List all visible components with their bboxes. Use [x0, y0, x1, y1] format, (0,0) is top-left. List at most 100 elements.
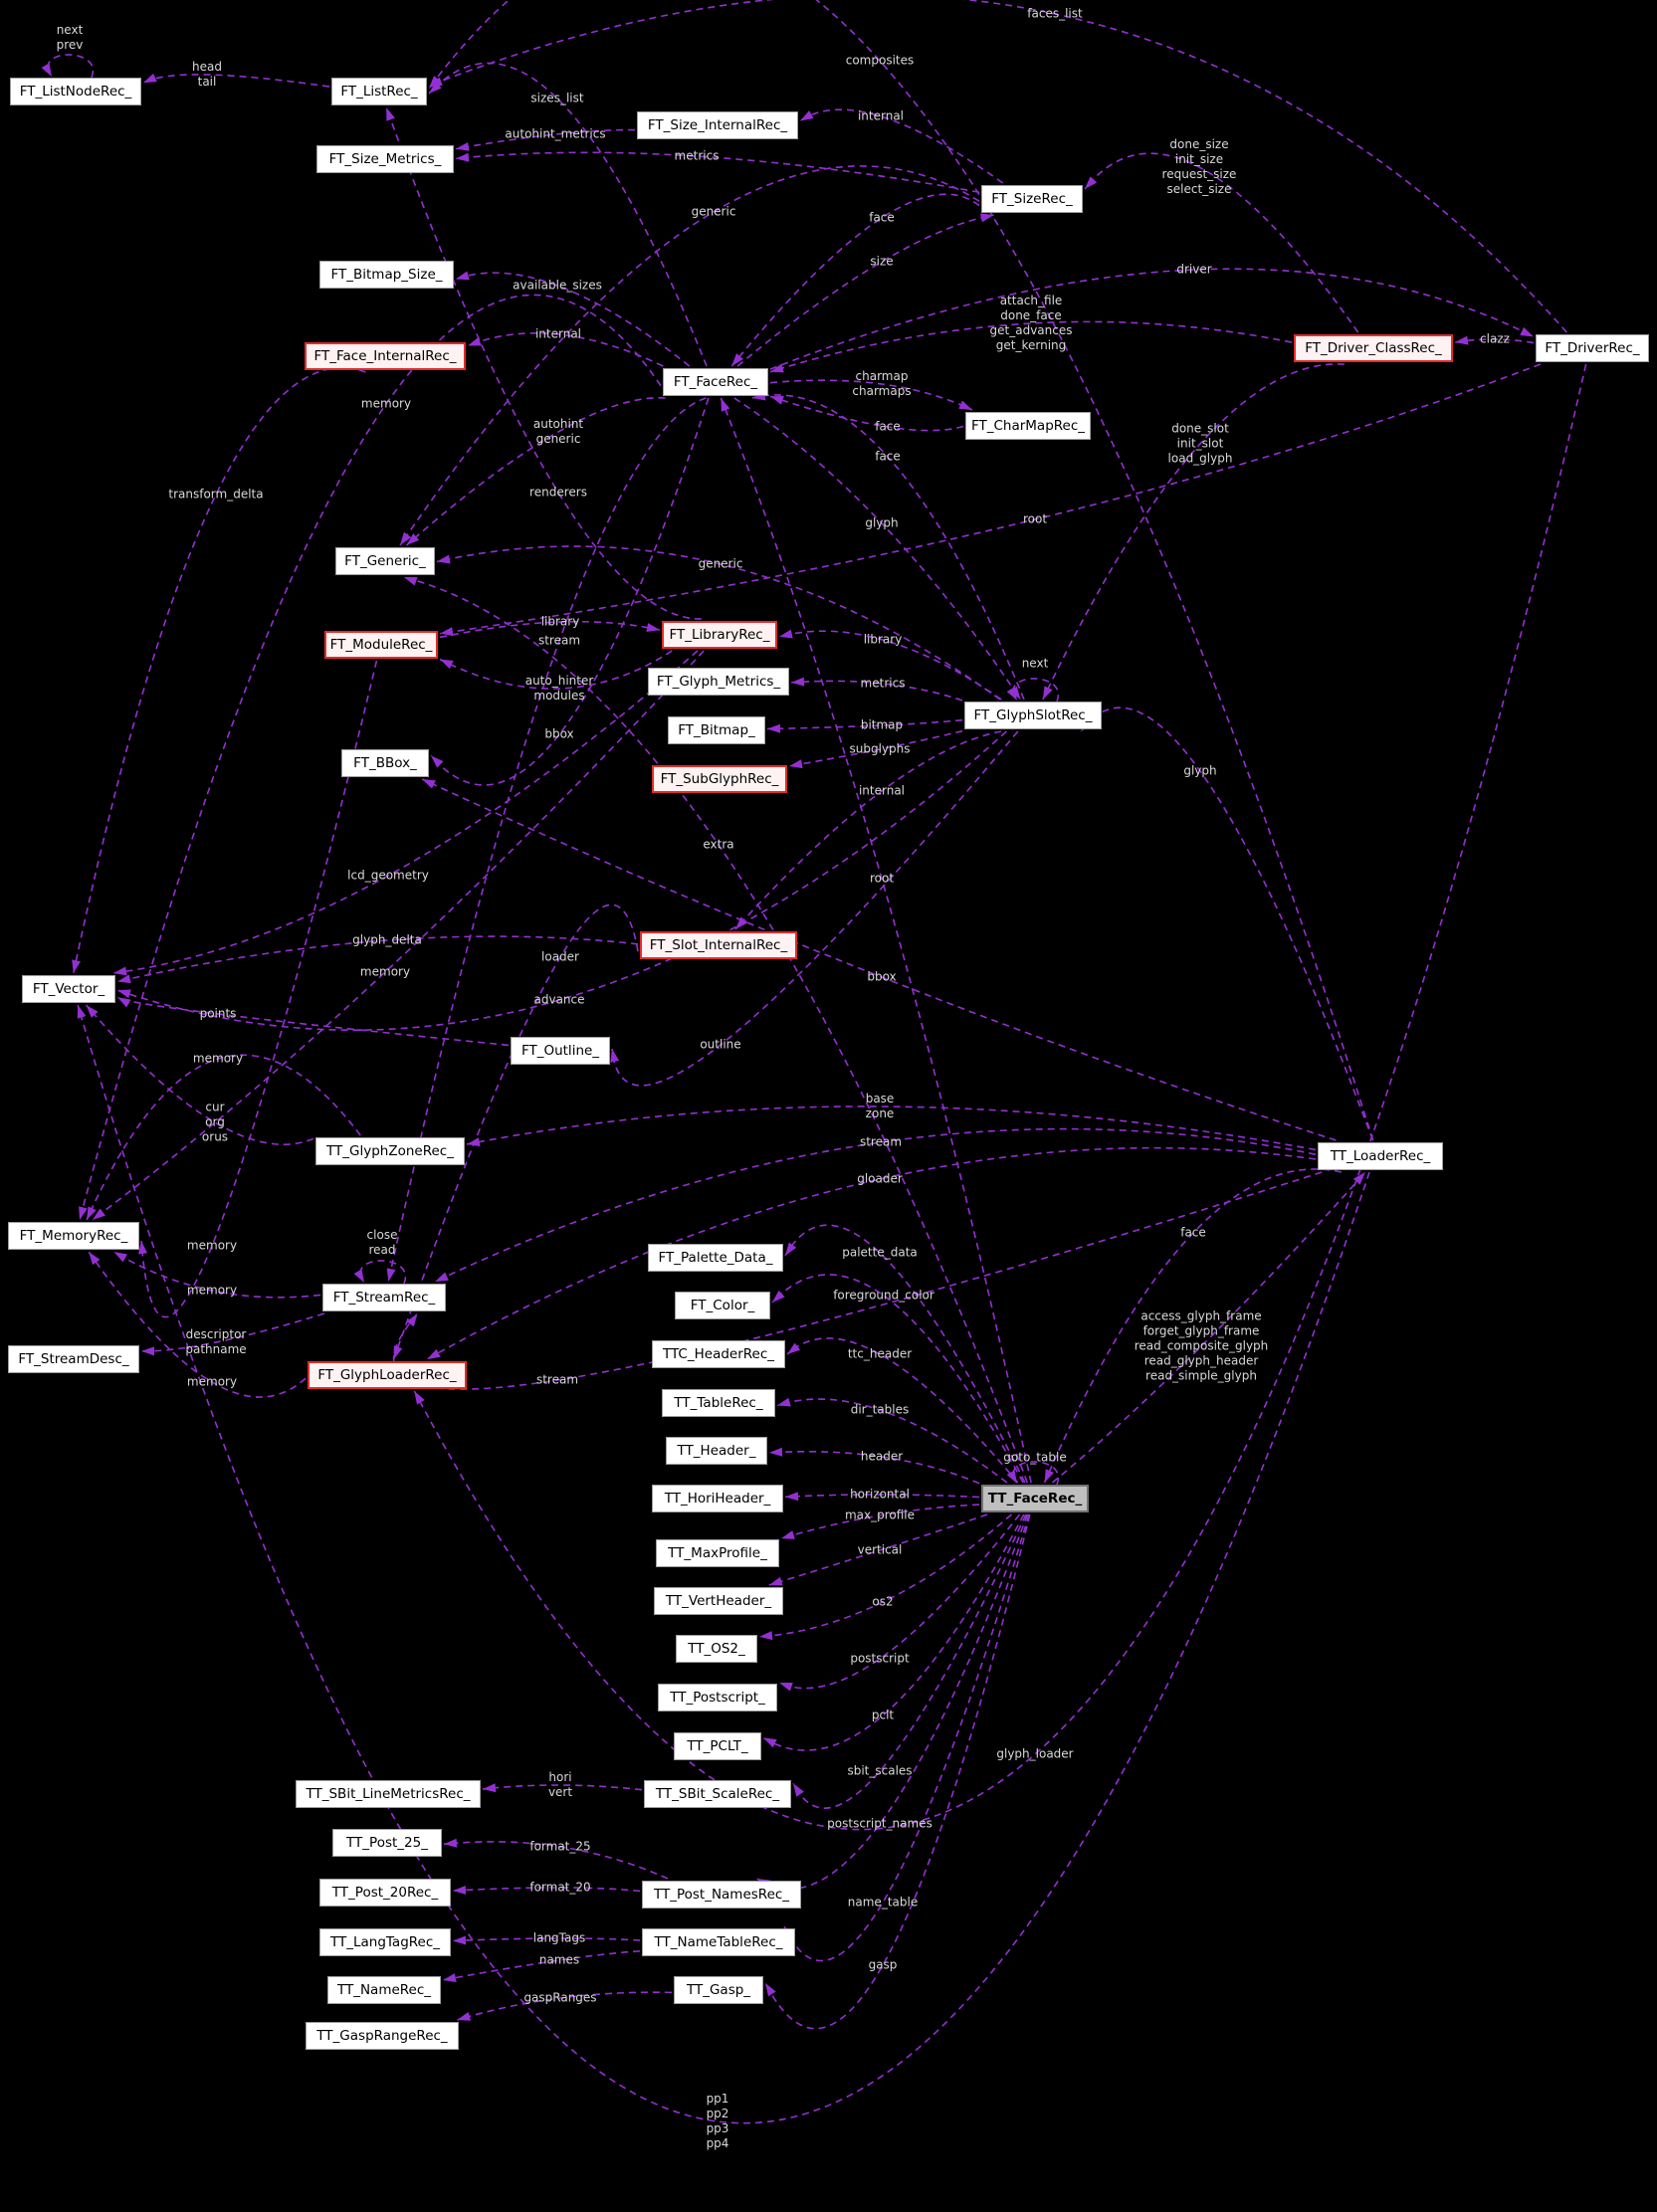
edge-label-line: horizontal: [850, 1487, 910, 1502]
edge-path: [769, 395, 964, 432]
node-TT_GaspRangeRec_[interactable]: TT_GaspRangeRec_: [306, 2022, 459, 2050]
edge-arrowhead: [86, 1005, 99, 1018]
node-FT_GlyphLoaderRec_[interactable]: FT_GlyphLoaderRec_: [308, 1361, 467, 1389]
node-TT_GlyphZoneRec_[interactable]: TT_GlyphZoneRec_: [315, 1137, 465, 1165]
edge-path: [1080, 706, 1374, 1141]
node-TT_Postscript_[interactable]: TT_Postscript_: [658, 1684, 777, 1711]
node-TT_OS2_[interactable]: TT_OS2_: [676, 1635, 757, 1663]
edge-label-line: points: [199, 1006, 237, 1021]
node-FT_DriverRec_[interactable]: FT_DriverRec_: [1536, 334, 1649, 362]
node-FT_StreamRec_[interactable]: FT_StreamRec_: [322, 1284, 446, 1311]
edge-path: [736, 214, 994, 367]
node-TT_Post_20Rec_[interactable]: TT_Post_20Rec_: [319, 1879, 451, 1907]
node-FT_LibraryRec_[interactable]: FT_LibraryRec_: [662, 621, 777, 649]
edge-label-face: face: [875, 450, 901, 465]
node-TT_MaxProfile_[interactable]: TT_MaxProfile_: [656, 1539, 779, 1567]
node-FT_Size_InternalRec_[interactable]: FT_Size_InternalRec_: [637, 111, 798, 139]
edge-label-line: access_glyph_frame: [1140, 1308, 1262, 1323]
edge-label-line: org: [205, 1114, 225, 1129]
node-FT_Slot_InternalRec_[interactable]: FT_Slot_InternalRec_: [640, 931, 797, 959]
edge-arrowhead: [386, 107, 395, 121]
node-FT_Bitmap_Size_[interactable]: FT_Bitmap_Size_: [319, 261, 454, 289]
node-FT_Vector_[interactable]: FT_Vector_: [22, 975, 115, 1003]
edge-arrowhead: [440, 659, 454, 670]
edge-label-line: descriptor: [185, 1327, 247, 1341]
node-TT_Header_[interactable]: TT_Header_: [666, 1437, 767, 1465]
node-TT_Gasp_[interactable]: TT_Gasp_: [674, 1976, 763, 2004]
node-TT_Post_25_[interactable]: TT_Post_25_: [332, 1829, 442, 1857]
node-FT_CharMapRec_[interactable]: FT_CharMapRec_: [965, 412, 1091, 440]
edge-label-header: header: [861, 1450, 903, 1465]
edge-label-line: hori: [548, 1770, 572, 1784]
node-TTC_HeaderRec_[interactable]: TTC_HeaderRec_: [652, 1340, 785, 1368]
node-FT_Driver_ClassRec_[interactable]: FT_Driver_ClassRec_: [1294, 334, 1453, 362]
edge-label-line: face: [869, 210, 895, 225]
edge-path: [780, 1504, 980, 1539]
node-FT_ListRec_[interactable]: FT_ListRec_: [331, 78, 427, 105]
node-FT_ListNodeRec_[interactable]: FT_ListNodeRec_: [10, 78, 141, 105]
edge-label-os2: os2: [872, 1595, 893, 1610]
node-TT_LoaderRec_[interactable]: TT_LoaderRec_: [1318, 1142, 1443, 1170]
edge-label-stream: stream: [538, 634, 580, 649]
node-TT_NameTableRec_[interactable]: TT_NameTableRec_: [642, 1928, 795, 1956]
node-FT_ModuleRec_[interactable]: FT_ModuleRec_: [324, 631, 438, 659]
edge-label-face: face: [875, 420, 901, 435]
edge-label-internal: internal: [858, 109, 904, 124]
node-TT_VertHeader_[interactable]: TT_VertHeader_: [654, 1587, 783, 1615]
node-TT_SBit_LineMetricsRec_[interactable]: TT_SBit_LineMetricsRec_: [296, 1780, 481, 1808]
node-TT_HoriHeader_[interactable]: TT_HoriHeader_: [652, 1485, 783, 1512]
node-FT_SizeRec_[interactable]: FT_SizeRec_: [981, 185, 1083, 213]
edge-label-line: done_slot: [1171, 421, 1229, 436]
node-FT_StreamDesc_[interactable]: FT_StreamDesc_: [8, 1345, 139, 1373]
edge-label-faces_list: faces_list: [1027, 7, 1082, 22]
edge-label-face: face: [1180, 1226, 1206, 1241]
edge-arrowhead: [456, 141, 470, 151]
node-FT_Palette_Data_[interactable]: FT_Palette_Data_: [648, 1244, 783, 1272]
node-TT_PCLT_[interactable]: TT_PCLT_: [674, 1732, 761, 1760]
edge-label-extra: extra: [703, 838, 733, 853]
edge-label-line: gloader: [857, 1171, 903, 1186]
node-FT_Face_InternalRec_[interactable]: FT_Face_InternalRec_: [305, 342, 466, 370]
edge-label-line: autohint_metrics: [505, 126, 606, 141]
edge-path: [611, 730, 1019, 1087]
node-FT_BBox_[interactable]: FT_BBox_: [341, 749, 429, 777]
edge-path: [112, 650, 699, 974]
node-TT_SBit_ScaleRec_[interactable]: TT_SBit_ScaleRec_: [644, 1780, 791, 1808]
edge-label-line: driver: [1176, 262, 1212, 277]
node-FT_Outline_[interactable]: FT_Outline_: [511, 1037, 610, 1065]
node-FT_MemoryRec_[interactable]: FT_MemoryRec_: [8, 1222, 139, 1250]
node-TT_FaceRec_[interactable]: TT_FaceRec_: [981, 1485, 1089, 1512]
edge-arrowhead: [453, 1935, 467, 1945]
edge-path: [443, 1841, 669, 1880]
node-FT_Glyph_Metrics_[interactable]: FT_Glyph_Metrics_: [648, 668, 789, 696]
node-FT_GlyphSlotRec_[interactable]: FT_GlyphSlotRec_: [964, 702, 1102, 729]
edge-arrowhead: [456, 271, 470, 281]
node-FT_Bitmap_[interactable]: FT_Bitmap_: [668, 716, 765, 744]
edge-label-line: bitmap: [860, 717, 904, 732]
node-TT_TableRec_[interactable]: TT_TableRec_: [662, 1389, 775, 1417]
edge-label-line: foreground_color: [833, 1288, 934, 1303]
node-TT_LangTagRec_[interactable]: TT_LangTagRec_: [319, 1928, 451, 1956]
node-FT_SubGlyphRec_[interactable]: FT_SubGlyphRec_: [652, 765, 787, 793]
node-FT_Color_[interactable]: FT_Color_: [675, 1292, 770, 1319]
node-TT_NameRec_[interactable]: TT_NameRec_: [327, 1976, 441, 2004]
edge-arrowhead: [72, 959, 81, 973]
edge-arrowhead: [767, 723, 781, 733]
edge-label-glyph_loader: glyph_loader: [996, 1747, 1073, 1762]
edge-label-line: cur: [205, 1100, 225, 1114]
edge-path: [455, 272, 691, 367]
edge-label-line: ttc_header: [847, 1346, 913, 1361]
edge-arrowhead: [785, 1492, 799, 1502]
node-FT_FaceRec_[interactable]: FT_FaceRec_: [663, 368, 768, 396]
edge-path: [428, 0, 1567, 333]
node-FT_Generic_[interactable]: FT_Generic_: [335, 547, 435, 575]
edge-path: [786, 1337, 1019, 1484]
node-TT_Post_NamesRec_[interactable]: TT_Post_NamesRec_: [642, 1881, 801, 1909]
edge-label-line: internal: [858, 783, 906, 798]
edge-label-line: gasp: [868, 1957, 898, 1972]
node-FT_Size_Metrics_[interactable]: FT_Size_Metrics_: [316, 145, 454, 173]
